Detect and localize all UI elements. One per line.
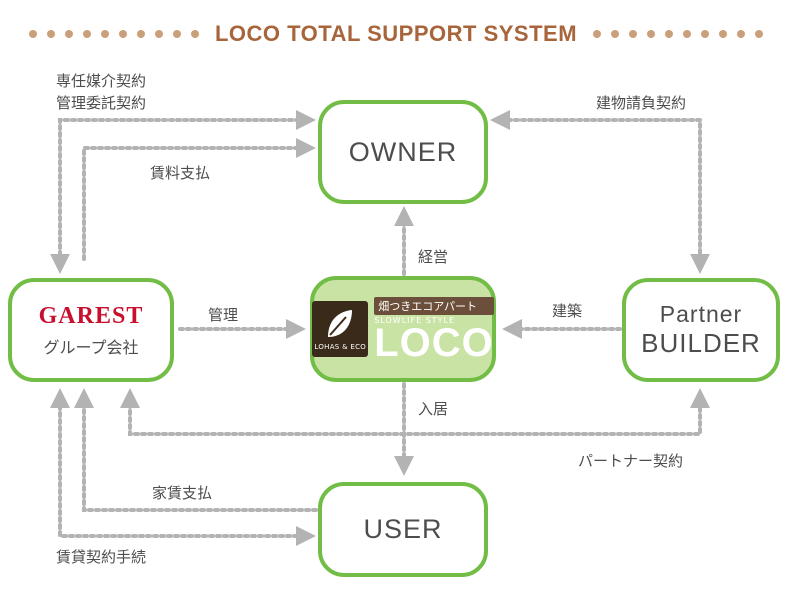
label-management-consignment: 管理委託契約 xyxy=(56,94,147,112)
partner-builder-node: Partner BUILDER xyxy=(622,278,780,382)
edge-garest-owner-contract xyxy=(58,118,300,257)
leaf-icon xyxy=(328,310,353,337)
dot xyxy=(737,30,746,38)
owner-label: OWNER xyxy=(348,136,458,167)
dot xyxy=(46,30,55,38)
user-node: USER xyxy=(318,482,488,577)
arrowhead-builder-top xyxy=(690,254,710,274)
arrowhead-garest-bottom-3 xyxy=(120,388,140,408)
label-lease-procedure: 賃貸契約手続 xyxy=(56,548,147,566)
dot xyxy=(593,30,602,38)
label-management: 管理 xyxy=(208,306,239,324)
loco-node: LOHAS & ECO 畑つきエコアパート SLOWLIFE STYLE LOC… xyxy=(310,276,496,382)
loco-style-label: SLOWLIFE STYLE xyxy=(374,316,456,325)
title-bar: LOCO TOTAL SUPPORT SYSTEM xyxy=(0,14,792,54)
dot xyxy=(611,30,620,38)
dot xyxy=(683,30,692,38)
edge-owner-builder-contract xyxy=(506,118,702,264)
label-house-rent-payment: 家賃支払 xyxy=(152,484,213,502)
loco-mark-text: LOHAS & ECO xyxy=(314,343,367,351)
loco-logo: LOHAS & ECO 畑つきエコアパート SLOWLIFE STYLE LOC… xyxy=(312,297,494,365)
edge-user-garest-rent xyxy=(82,404,318,512)
dot xyxy=(172,30,181,38)
loco-tagline: 畑つきエコアパート xyxy=(374,297,494,315)
dot xyxy=(118,30,127,38)
dot xyxy=(64,30,73,38)
arrowhead-user-top xyxy=(394,456,414,476)
left-dot-row xyxy=(28,30,199,38)
loco-wordmark: 畑つきエコアパート SLOWLIFE STYLE LOCO xyxy=(374,297,494,365)
dot xyxy=(665,30,674,38)
dot xyxy=(28,30,37,38)
dot xyxy=(755,30,764,38)
label-move-in: 入居 xyxy=(418,400,449,418)
dot xyxy=(154,30,163,38)
user-label: USER xyxy=(363,514,443,544)
arrowhead-owner-1 xyxy=(296,110,316,130)
garest-group-label: グループ会社 xyxy=(43,337,139,357)
arrowhead-owner-3 xyxy=(490,110,510,130)
label-partner-contract: パートナー契約 xyxy=(578,452,684,470)
dot xyxy=(719,30,728,38)
arrowhead-user-left xyxy=(296,526,316,546)
dot xyxy=(100,30,109,38)
edge-garest-user-lease xyxy=(58,404,300,538)
arrowhead-loco-left xyxy=(286,319,306,339)
arrowhead-garest-top xyxy=(50,254,70,274)
edge-owner-garest-rent xyxy=(82,146,300,264)
dot xyxy=(647,30,656,38)
arrowhead-owner-2 xyxy=(296,138,316,158)
loco-leaf-mark: LOHAS & ECO xyxy=(312,301,369,357)
owner-node: OWNER xyxy=(318,100,488,204)
arrowhead-garest-bottom-2 xyxy=(74,388,94,408)
garest-logo: GAREST xyxy=(38,302,144,329)
dot xyxy=(701,30,710,38)
builder-label-line1: Partner xyxy=(659,301,743,327)
right-dot-row xyxy=(593,30,764,38)
label-construction: 建築 xyxy=(552,302,583,320)
arrowhead-owner-bottom xyxy=(394,206,414,226)
label-construction-contract: 建物請負契約 xyxy=(596,94,687,112)
dot xyxy=(190,30,199,38)
page-title: LOCO TOTAL SUPPORT SYSTEM xyxy=(214,21,578,46)
garest-node: GAREST グループ会社 xyxy=(8,278,174,382)
dot xyxy=(136,30,145,38)
label-exclusive-brokerage: 専任媒介契約 xyxy=(56,72,147,90)
loco-word: LOCO xyxy=(374,321,494,365)
arrowhead-builder-bottom xyxy=(690,388,710,408)
label-rent-payment: 賃料支払 xyxy=(150,164,211,182)
dot xyxy=(629,30,638,38)
dot xyxy=(82,30,91,38)
arrowhead-garest-bottom-1 xyxy=(50,388,70,408)
arrowhead-loco-right xyxy=(502,319,522,339)
builder-label-line2: BUILDER xyxy=(641,328,761,358)
label-management-operation: 経営 xyxy=(418,248,449,266)
edge-partner-contract xyxy=(128,402,702,436)
